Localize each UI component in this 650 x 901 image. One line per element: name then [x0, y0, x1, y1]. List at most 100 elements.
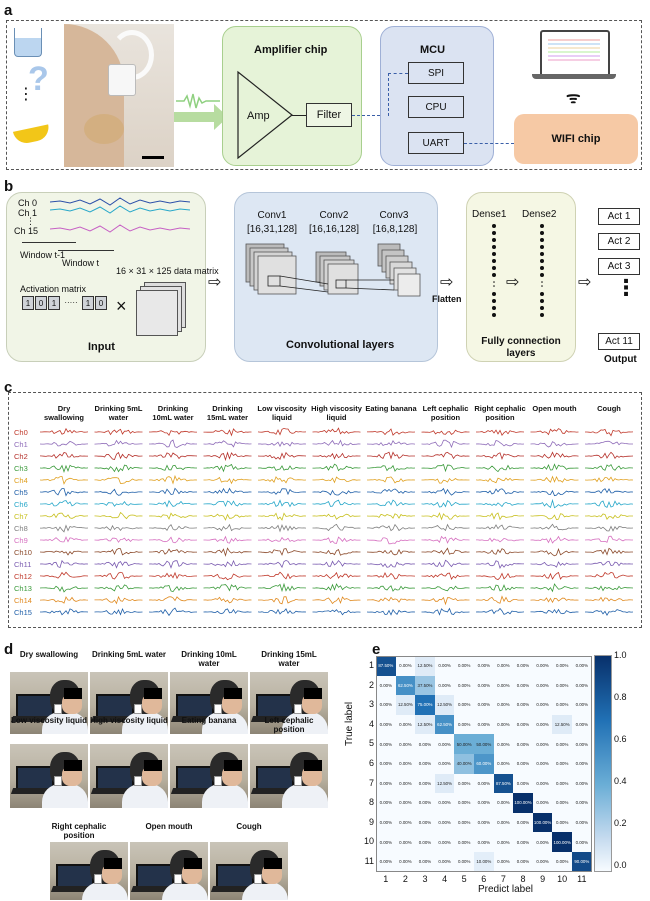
- matrix-cell: 0.00%: [532, 832, 553, 852]
- emg-trace: [40, 500, 89, 507]
- emg-trace: [366, 585, 416, 592]
- channel-label: Ch1: [14, 440, 28, 449]
- y-axis-title: True label: [344, 701, 355, 746]
- emg-trace: [585, 428, 634, 437]
- emg-trace: [366, 572, 416, 580]
- channel-label-15: Ch 15: [14, 226, 39, 236]
- emg-trace: [94, 501, 143, 507]
- person-shirt: [202, 712, 248, 734]
- channel-label: Ch2: [14, 452, 28, 461]
- panel-label-a: a: [4, 2, 13, 19]
- emg-trace: [584, 547, 633, 556]
- emg-trace: [149, 499, 197, 508]
- dense1-label: Dense1: [472, 209, 507, 220]
- emg-trace: [40, 512, 89, 519]
- channel-label: Ch6: [14, 500, 28, 509]
- x-tick-label: 10: [557, 873, 568, 884]
- emg-trace: [203, 476, 252, 485]
- conv3-shape: [16,8,128]: [372, 224, 418, 235]
- emg-trace: [94, 451, 143, 460]
- matrix-cell: 0.00%: [513, 695, 533, 715]
- emg-trace: [258, 499, 306, 508]
- emg-trace: [421, 559, 470, 568]
- matrix-cell: 0.00%: [395, 754, 416, 774]
- emg-trace: [149, 452, 198, 460]
- emg-trace: [585, 463, 634, 471]
- emg-trace: [475, 548, 525, 555]
- wifi-icon: ᯤ: [566, 90, 581, 107]
- matrix-cell: 10.00%: [474, 852, 494, 872]
- matrix-cell: 0.00%: [434, 656, 455, 676]
- x-tick-label: 9: [540, 873, 546, 884]
- emg-trace: [149, 439, 197, 448]
- emg-trace: [475, 488, 524, 495]
- panel-label-e: e: [372, 641, 381, 658]
- matrix-cell: 0.00%: [493, 754, 514, 774]
- person-face: [102, 864, 122, 884]
- emg-trace: [39, 488, 88, 497]
- laptop-icon: [540, 30, 610, 78]
- fc-block: [466, 192, 576, 362]
- emg-trace: [312, 571, 361, 580]
- signal-column-title: High viscosity liquid: [311, 404, 362, 422]
- gesture-photo-title: Cough: [236, 822, 262, 831]
- emg-trace: [421, 499, 470, 508]
- matrix-cell: 0.00%: [474, 656, 494, 676]
- emg-trace: [367, 476, 416, 484]
- activation-matrix: 1 0 1 ····· 1 0: [22, 296, 110, 310]
- conv2-shape: [16,16,128]: [308, 224, 360, 235]
- amp-triangle: [237, 70, 293, 160]
- x-tick-label: 4: [442, 873, 448, 884]
- matrix-cell: 40.00%: [454, 754, 474, 774]
- emg-trace: [148, 585, 198, 593]
- signal-column-title: Open mouth: [532, 404, 577, 413]
- matrix-cell: 0.00%: [572, 656, 592, 676]
- amp-filter-connector: [292, 115, 306, 116]
- emg-trace: [149, 524, 198, 531]
- emg-trace: [258, 596, 306, 605]
- emg-trace: [203, 596, 252, 604]
- emg-trace: [203, 428, 252, 437]
- emg-trace: [39, 596, 89, 604]
- person-face: [142, 694, 162, 714]
- matrix-cell: 0.00%: [395, 773, 416, 794]
- signal-column-title: Low viscosity liquid: [257, 404, 307, 422]
- privacy-bar: [64, 688, 82, 699]
- emg-trace: [94, 488, 143, 496]
- y-tick-label: 2: [368, 679, 374, 690]
- matrix-cell: 0.00%: [376, 773, 396, 794]
- emg-trace: [585, 609, 634, 617]
- gesture-photo: [210, 842, 288, 900]
- matrix-cell: 0.00%: [434, 793, 455, 813]
- emg-trace: [475, 512, 524, 521]
- matrix-cell: 0.00%: [415, 734, 435, 754]
- matrix-cell: 0.00%: [493, 675, 514, 696]
- emg-trace: [584, 571, 634, 579]
- matrix-cell: 0.00%: [454, 812, 474, 833]
- emg-trace: [421, 512, 470, 521]
- uart-wifi-link: [464, 143, 514, 144]
- emg-trace: [258, 488, 307, 496]
- matrix-cell: 0.00%: [532, 852, 553, 872]
- matrix-cell: 0.00%: [532, 773, 553, 794]
- emg-trace: [94, 439, 143, 447]
- emg-trace: [367, 428, 416, 436]
- person-face: [302, 766, 322, 786]
- emg-trace: [94, 464, 143, 473]
- matrix-cell: 0.00%: [513, 754, 533, 774]
- matrix-cell: 50.00%: [474, 734, 494, 754]
- emg-trace: [421, 477, 470, 484]
- emg-trace: [148, 607, 197, 617]
- emg-trace: [257, 608, 307, 615]
- y-tick-label: 4: [368, 718, 374, 729]
- input-title: Input: [88, 341, 115, 353]
- emg-trace: [40, 608, 89, 616]
- emg-trace: [585, 500, 634, 508]
- emg-trace: [39, 550, 88, 556]
- data-matrix-stack-front: [136, 290, 178, 336]
- gesture-photo-title: Right cephalic position: [51, 822, 107, 840]
- emg-trace: [149, 571, 197, 580]
- emg-trace: [366, 537, 416, 545]
- emg-trace: [366, 608, 416, 616]
- emg-trace: [312, 523, 361, 532]
